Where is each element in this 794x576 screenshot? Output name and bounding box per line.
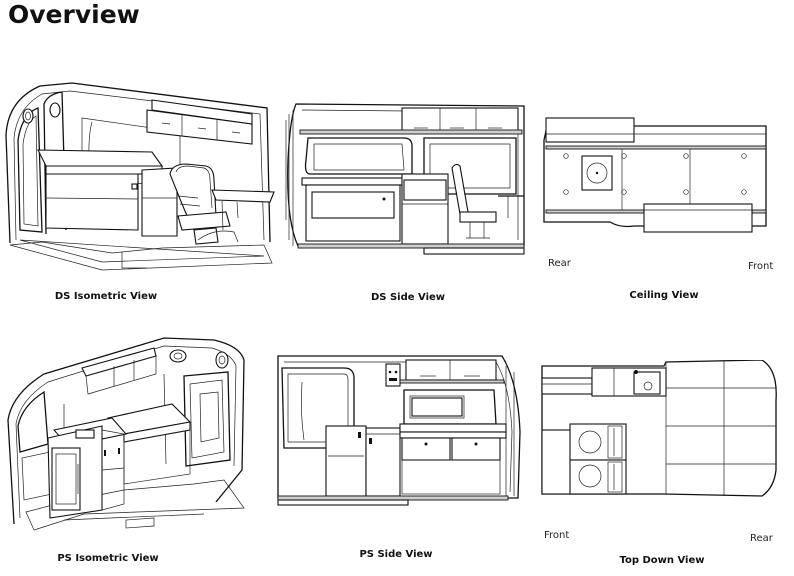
ps-isometric-caption: PS Isometric View <box>57 553 159 564</box>
ds-side-caption: DS Side View <box>370 292 446 303</box>
top-down-drawing <box>538 360 778 500</box>
ps-isometric-drawing <box>4 334 276 534</box>
ceiling-front-label: Front <box>748 261 774 272</box>
ds-side-drawing <box>284 100 530 260</box>
ds-isometric-drawing <box>2 80 280 275</box>
ceiling-rear-label: Rear <box>548 258 571 269</box>
top-down-rear-label: Rear <box>750 533 773 544</box>
ps-side-drawing <box>274 352 522 512</box>
page-title: Overview <box>8 0 140 29</box>
ps-side-caption: PS Side View <box>359 549 433 560</box>
top-down-front-label: Front <box>544 530 570 541</box>
top-down-caption: Top Down View <box>619 555 705 566</box>
ceiling-drawing <box>540 116 770 236</box>
ceiling-caption: Ceiling View <box>629 290 699 301</box>
ds-isometric-caption: DS Isometric View <box>54 291 158 302</box>
